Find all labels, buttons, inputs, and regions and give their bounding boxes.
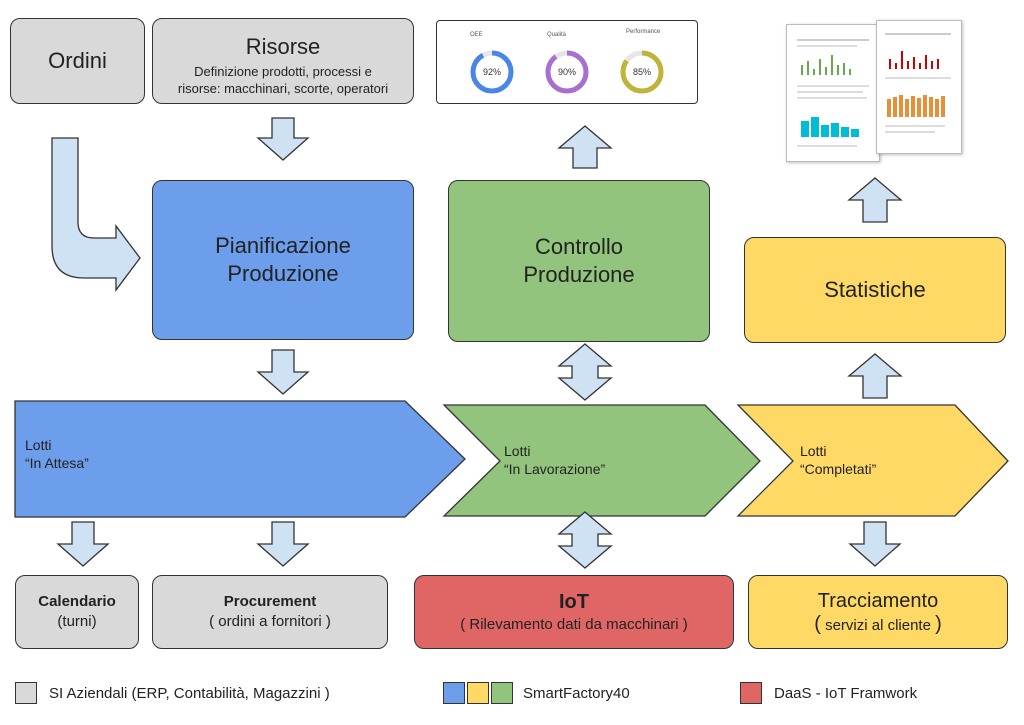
chevron-in-lavorazione-label: Lotti “In Lavorazione” — [504, 443, 606, 477]
ordini-title: Ordini — [48, 48, 107, 73]
legend-daas: DaaS - IoT Framwork — [740, 682, 917, 704]
chevron-completati — [736, 404, 1009, 517]
kpi-gauges: OEE 92% Qualità 90% Performance 85% — [470, 29, 664, 94]
iot-box: IoT ( Rilevamento dati da macchinari ) — [414, 575, 734, 649]
legend-swatch-green — [491, 682, 513, 704]
gauge-arc-2 — [620, 50, 664, 94]
pianificazione-box: Pianificazione Produzione — [152, 180, 414, 340]
tracciamento-box: Tracciamento ( servizi al cliente ) — [748, 575, 1008, 649]
risorse-title: Risorse — [245, 34, 321, 59]
gauge-value-1: 90% — [558, 67, 576, 77]
procurement-subtitle: ( ordini a fornitori ) — [209, 613, 331, 630]
legend-smartfactory-label: SmartFactory40 — [523, 684, 630, 702]
report-thumbnail-2 — [876, 20, 962, 154]
calendario-subtitle: (turni) — [57, 613, 97, 630]
arrow-down-tracciamento — [848, 521, 902, 567]
tracciamento-subtitle: servizi al cliente — [825, 617, 931, 634]
curved-arrow-ordini — [51, 137, 141, 292]
risorse-box: Risorse Definizione prodotti, processi e… — [152, 18, 414, 104]
iot-subtitle: ( Rilevamento dati da macchinari ) — [460, 616, 688, 633]
gauge-label-0: OEE — [470, 32, 483, 38]
arrow-up-completati — [847, 353, 903, 399]
legend-swatch-gray — [15, 682, 37, 704]
arrow-down-risorse — [256, 117, 310, 161]
chevron-completati-label: Lotti “Completati” — [800, 443, 877, 477]
report-2-graphics — [885, 33, 951, 133]
double-arrow-controllo — [557, 343, 613, 401]
gauge-value-0: 92% — [483, 67, 501, 77]
statistiche-box: Statistiche — [744, 237, 1006, 343]
legend-si-aziendali: SI Aziendali (ERP, Contabilità, Magazzin… — [15, 682, 330, 704]
gauge-label-1: Qualità — [547, 32, 567, 38]
pianificazione-title: Pianificazione Produzione — [215, 233, 351, 286]
risorse-subtitle: Definizione prodotti, processi e risorse… — [177, 64, 389, 96]
statistiche-title: Statistiche — [824, 277, 926, 302]
report-thumbnail-1 — [786, 24, 880, 162]
gauge-arc-1 — [545, 50, 589, 94]
arrow-up-controllo — [557, 125, 613, 169]
report-1-graphics — [797, 39, 869, 147]
gauge-value-2: 85% — [633, 67, 651, 77]
legend-smartfactory: SmartFactory40 — [443, 682, 630, 704]
controllo-box: Controllo Produzione — [448, 180, 710, 342]
legend-swatch-yellow — [467, 682, 489, 704]
legend-swatch-red — [740, 682, 762, 704]
arrow-down-calendario — [56, 521, 110, 567]
arrow-up-statistiche — [847, 177, 903, 223]
controllo-title: Controllo Produzione — [523, 234, 635, 287]
arrow-down-procurement — [256, 521, 310, 567]
kpi-gauges-panel: OEE 92% Qualità 90% Performance 85% — [436, 20, 698, 104]
gauge-arc-0 — [470, 50, 514, 94]
double-arrow-iot — [557, 511, 613, 569]
calendario-box: Calendario (turni) — [15, 575, 139, 649]
calendario-title: Calendario — [38, 593, 116, 610]
chevron-in-lavorazione — [442, 404, 761, 517]
procurement-title: Procurement — [223, 593, 317, 610]
legend-daas-label: DaaS - IoT Framwork — [774, 684, 918, 702]
arrow-down-pianificazione — [256, 349, 310, 395]
ordini-box: Ordini — [10, 18, 145, 104]
iot-title: IoT — [559, 591, 589, 613]
procurement-box: Procurement ( ordini a fornitori ) — [152, 575, 388, 649]
gauge-label-2: Performance — [626, 29, 661, 35]
chevron-in-attesa-label: Lotti “In Attesa” — [25, 437, 89, 471]
tracciamento-title: Tracciamento — [817, 590, 939, 612]
chevron-in-attesa — [14, 400, 466, 518]
legend-si-aziendali-label: SI Aziendali (ERP, Contabilità, Magazzin… — [49, 684, 330, 702]
legend-swatch-blue — [443, 682, 465, 704]
